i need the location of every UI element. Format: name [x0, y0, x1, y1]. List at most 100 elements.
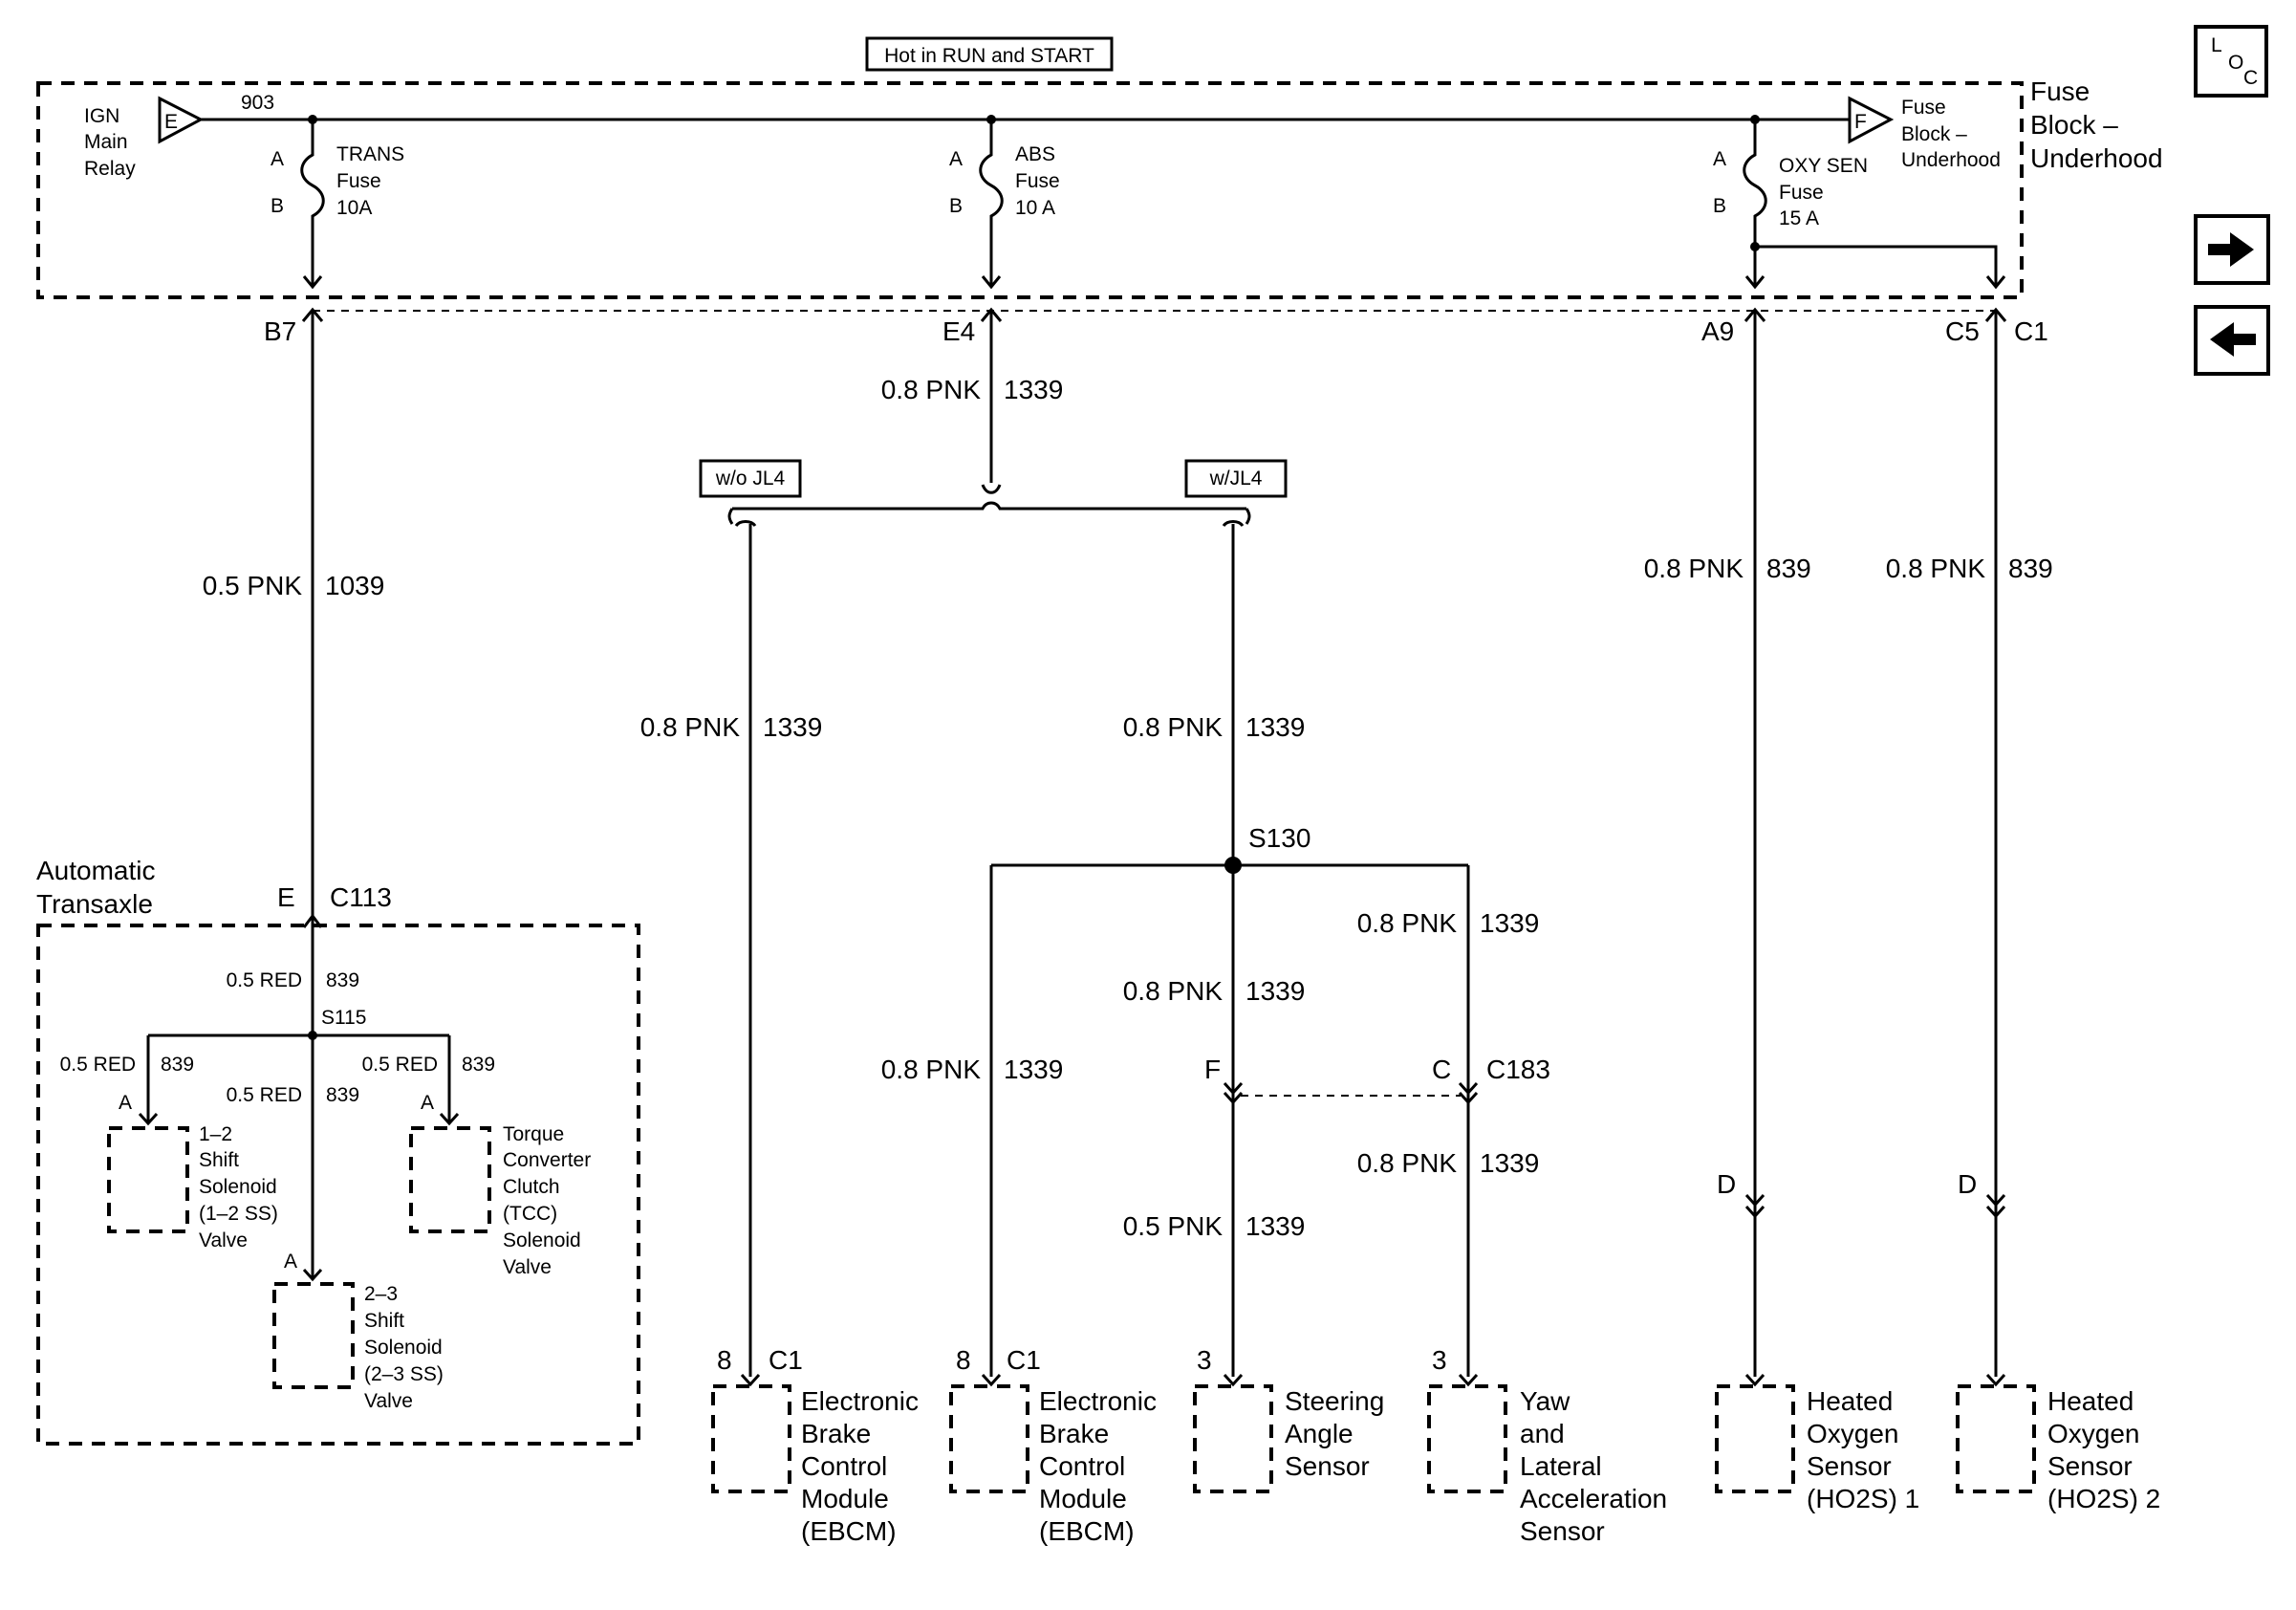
svg-text:E: E: [277, 882, 295, 912]
svg-text:Block –: Block –: [1901, 123, 1967, 145]
ebcm-module-2: 8 C1 Electronic Brake Control Module (EB…: [949, 1345, 1157, 1546]
svg-text:839: 839: [326, 969, 359, 991]
svg-text:Underhood: Underhood: [2030, 143, 2163, 173]
svg-text:(EBCM): (EBCM): [1039, 1516, 1135, 1546]
svg-text:B: B: [271, 195, 284, 217]
svg-text:(EBCM): (EBCM): [801, 1516, 897, 1546]
svg-text:(HO2S) 1: (HO2S) 1: [1807, 1484, 1919, 1513]
svg-text:839: 839: [1766, 554, 1811, 583]
svg-text:Underhood: Underhood: [1901, 149, 2001, 171]
svg-text:Sensor: Sensor: [1285, 1451, 1370, 1481]
connector-c183: F C C183: [1204, 1055, 1550, 1105]
automatic-transaxle: Automatic Transaxle E C113 0.5 RED 839 S…: [36, 856, 640, 1446]
svg-text:10A: 10A: [336, 197, 372, 219]
svg-text:Brake: Brake: [801, 1419, 871, 1448]
svg-text:Control: Control: [801, 1451, 887, 1481]
svg-text:S115: S115: [321, 1007, 367, 1029]
svg-text:C1: C1: [769, 1345, 803, 1375]
svg-text:1339: 1339: [1245, 976, 1305, 1006]
loc-icon[interactable]: LOC: [2194, 25, 2268, 98]
svg-text:Brake: Brake: [1039, 1419, 1109, 1448]
svg-text:839: 839: [161, 1054, 194, 1076]
svg-text:2–3: 2–3: [364, 1283, 398, 1305]
svg-text:0.8 PNK: 0.8 PNK: [1357, 1148, 1458, 1178]
svg-text:E: E: [164, 111, 178, 133]
svg-text:Acceleration: Acceleration: [1520, 1484, 1667, 1513]
svg-text:839: 839: [462, 1054, 495, 1076]
svg-text:Fuse: Fuse: [336, 170, 381, 192]
arrow-left-icon[interactable]: [2194, 305, 2270, 376]
svg-text:Clutch: Clutch: [503, 1176, 560, 1198]
pin-d-ho2s2: D: [1958, 1169, 1977, 1199]
svg-text:8: 8: [956, 1345, 971, 1375]
svg-text:O: O: [2228, 52, 2243, 74]
svg-text:Heated: Heated: [2047, 1386, 2134, 1416]
conn-c5: C5: [1945, 316, 1980, 346]
svg-text:A: A: [284, 1251, 297, 1273]
trans-fuse: A B TRANS Fuse 10A: [271, 115, 404, 290]
svg-text:(HO2S) 2: (HO2S) 2: [2047, 1484, 2160, 1513]
pin-d-ho2s1: D: [1717, 1169, 1736, 1199]
ho2s-2: Heated Oxygen Sensor (HO2S) 2: [1956, 1373, 2160, 1513]
svg-text:0.5 PNK: 0.5 PNK: [1123, 1211, 1224, 1241]
svg-text:1339: 1339: [1004, 1055, 1063, 1084]
svg-text:8: 8: [717, 1345, 732, 1375]
svg-text:Relay: Relay: [84, 158, 136, 180]
svg-text:C113: C113: [330, 882, 392, 912]
svg-text:Solenoid: Solenoid: [364, 1337, 443, 1359]
svg-text:839: 839: [326, 1084, 359, 1106]
fuse-block-underhood: Fuse Block – Underhood: [36, 76, 2163, 299]
svg-text:Valve: Valve: [503, 1256, 552, 1278]
svg-text:1–2: 1–2: [199, 1123, 232, 1145]
svg-text:839: 839: [2008, 554, 2053, 583]
svg-text:(TCC): (TCC): [503, 1203, 557, 1225]
svg-text:Shift: Shift: [199, 1149, 239, 1171]
oxy-sen-fuse: A B OXY SEN Fuse 15 A: [1713, 115, 2006, 290]
svg-text:B: B: [1713, 195, 1726, 217]
svg-text:(1–2 SS): (1–2 SS): [199, 1203, 278, 1225]
svg-text:1339: 1339: [1480, 1148, 1539, 1178]
svg-text:Shift: Shift: [364, 1310, 404, 1332]
svg-text:Oxygen: Oxygen: [1807, 1419, 1899, 1448]
svg-text:Sensor: Sensor: [1807, 1451, 1892, 1481]
svg-text:10 A: 10 A: [1015, 197, 1055, 219]
svg-text:Block –: Block –: [2030, 110, 2118, 140]
svg-text:TRANS: TRANS: [336, 143, 404, 165]
svg-text:0.5 PNK: 0.5 PNK: [203, 571, 303, 600]
svg-text:0.8 PNK: 0.8 PNK: [1357, 908, 1458, 938]
circuit-903: 903: [241, 92, 274, 114]
svg-text:Sensor: Sensor: [2047, 1451, 2133, 1481]
svg-text:3: 3: [1197, 1345, 1212, 1375]
svg-text:1339: 1339: [1245, 1211, 1305, 1241]
svg-text:0.8 PNK: 0.8 PNK: [1123, 712, 1224, 742]
tcc-solenoid: A Torque Converter Clutch (TCC) Solenoid…: [409, 1092, 591, 1278]
svg-text:Control: Control: [1039, 1451, 1125, 1481]
svg-text:L: L: [2211, 34, 2222, 56]
svg-text:w/JL4: w/JL4: [1209, 468, 1263, 490]
arrow-right-icon[interactable]: [2194, 214, 2270, 285]
svg-text:C183: C183: [1486, 1055, 1550, 1084]
svg-text:Fuse: Fuse: [1901, 97, 1946, 119]
svg-text:15 A: 15 A: [1779, 207, 1819, 229]
svg-text:0.8 PNK: 0.8 PNK: [881, 375, 982, 404]
svg-text:Lateral: Lateral: [1520, 1451, 1602, 1481]
fuse-block-title: Fuse: [2030, 76, 2090, 106]
ign-main-relay: IGN Main Relay E: [84, 96, 205, 180]
svg-text:1339: 1339: [1480, 908, 1539, 938]
svg-text:A: A: [1713, 148, 1726, 170]
svg-text:1339: 1339: [1004, 375, 1063, 404]
svg-text:0.8 PNK: 0.8 PNK: [1123, 976, 1224, 1006]
svg-text:0.8 PNK: 0.8 PNK: [640, 712, 741, 742]
svg-text:Valve: Valve: [199, 1229, 248, 1251]
svg-text:Heated: Heated: [1807, 1386, 1893, 1416]
svg-text:Transaxle: Transaxle: [36, 889, 153, 919]
svg-text:1339: 1339: [763, 712, 822, 742]
power-label: Hot in RUN and START: [865, 36, 1114, 72]
svg-text:Main: Main: [84, 131, 128, 153]
abs-fuse: A B ABS Fuse 10 A: [949, 115, 1060, 290]
svg-text:0.5 RED: 0.5 RED: [227, 1084, 302, 1106]
svg-text:C1: C1: [1007, 1345, 1041, 1375]
svg-text:0.8 PNK: 0.8 PNK: [1886, 554, 1986, 583]
svg-text:0.8 PNK: 0.8 PNK: [881, 1055, 982, 1084]
conn-a9: A9: [1701, 316, 1734, 346]
